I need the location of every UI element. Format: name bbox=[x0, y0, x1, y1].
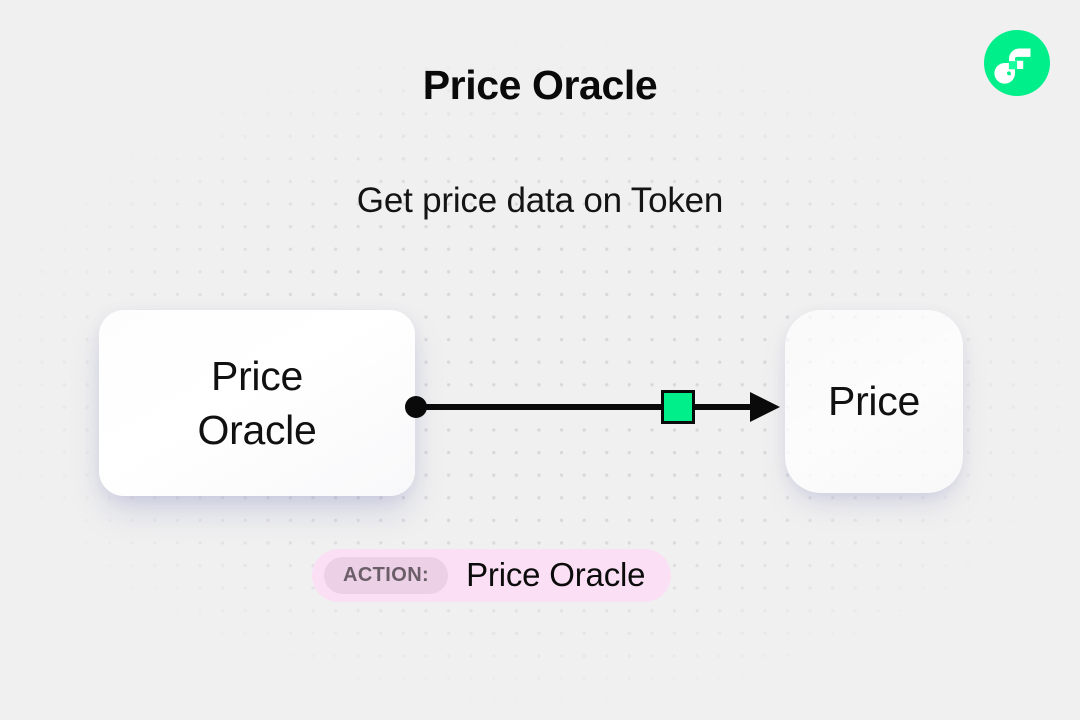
action-badge-tag: ACTION: bbox=[324, 557, 449, 594]
node-price[interactable]: Price bbox=[785, 310, 963, 493]
node-price-label: Price bbox=[828, 378, 920, 425]
node-price-oracle-label: Price Oracle bbox=[197, 352, 317, 453]
action-badge-value: Price Oracle bbox=[466, 555, 646, 593]
action-badge: ACTION: Price Oracle bbox=[312, 549, 672, 602]
flow-logo-icon bbox=[984, 30, 1050, 96]
connector-dot-icon bbox=[405, 396, 427, 418]
connector-edge[interactable] bbox=[390, 375, 800, 439]
page-title: Price Oracle bbox=[422, 62, 658, 108]
edge-chip-icon[interactable] bbox=[661, 390, 695, 424]
arrow-head-icon bbox=[750, 392, 780, 422]
node-price-oracle[interactable]: Price Oracle bbox=[99, 310, 415, 496]
page-subtitle: Get price data on Token bbox=[356, 181, 724, 220]
